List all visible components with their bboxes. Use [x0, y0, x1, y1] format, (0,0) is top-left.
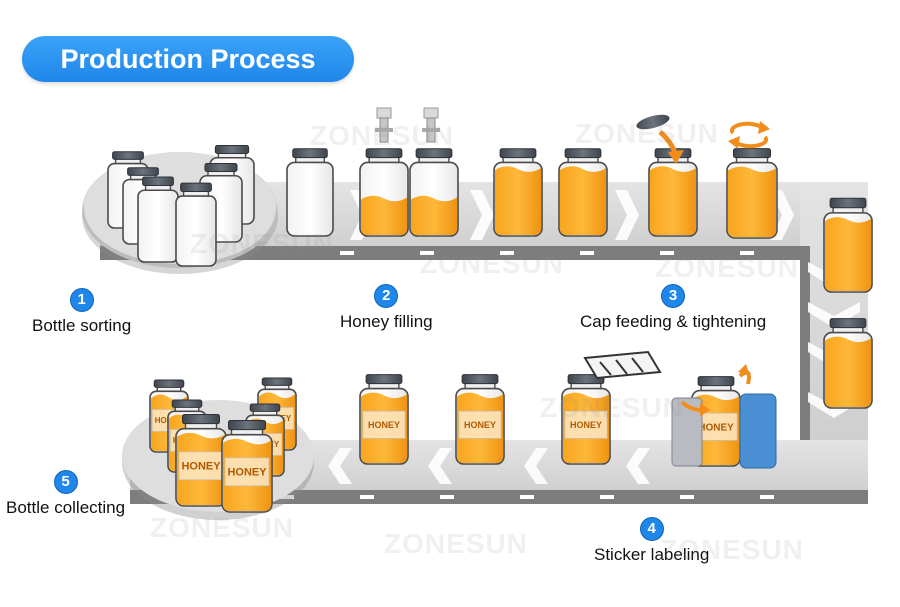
rotate-arrows-icon — [728, 121, 770, 149]
jar-label-text: HONEY — [181, 461, 221, 473]
honey-jar-labeled: HONEY — [359, 374, 409, 465]
step-label: Cap feeding & tightening — [580, 312, 767, 331]
watermark: ZONESUN — [420, 248, 564, 279]
step-number: 1 — [69, 288, 94, 312]
watermark: ZONESUN — [575, 118, 719, 149]
step-label: Bottle sorting — [32, 316, 132, 335]
step-honey-filling: 2 Honey filling — [340, 284, 433, 332]
step-number: 3 — [661, 284, 686, 308]
cap-feeding-icon — [636, 114, 684, 164]
honey-jar-labeled: HONEY — [455, 374, 505, 465]
step-label: Honey filling — [340, 312, 433, 331]
honey-jar-labeled: HONEY — [221, 419, 273, 513]
jar-label-text: HONEY — [227, 467, 267, 479]
labeling-rollers — [671, 364, 777, 469]
jar-label-text: HONEY — [570, 420, 602, 430]
step-number: 4 — [639, 517, 664, 541]
jars-layer: HONEYHONEYHONEYHONEYHONEYHONEYHONEYHONEY… — [107, 145, 873, 513]
honey-jar — [823, 318, 873, 409]
watermark: ZONESUN — [384, 528, 528, 559]
step-label: Bottle collecting — [6, 498, 126, 517]
watermark: ZONESUN — [150, 512, 294, 543]
jar-label-text: HONEY — [698, 422, 734, 433]
honey-jar — [409, 148, 459, 237]
page-title: Production Process — [22, 36, 354, 82]
honey-jar-labeled: HONEY — [561, 374, 611, 465]
filling-nozzle-icon — [375, 107, 440, 143]
step-number: 5 — [53, 470, 78, 494]
empty-jar — [175, 182, 217, 267]
honey-jar-labeled: HONEY — [175, 413, 227, 507]
step-label: Sticker labeling — [594, 545, 710, 564]
honey-jar — [648, 148, 698, 237]
step-number: 2 — [374, 284, 399, 308]
empty-jar — [286, 148, 334, 237]
honey-jar — [493, 148, 543, 237]
honey-jar — [726, 148, 778, 239]
step-bottle-collecting: 5 Bottle collecting — [6, 470, 125, 518]
honey-jar — [558, 148, 608, 237]
honey-jar — [359, 148, 409, 237]
step-bottle-sorting: 1 Bottle sorting — [32, 288, 131, 336]
watermark: ZONESUN — [310, 120, 454, 151]
watermark: ZONESUN — [660, 534, 804, 565]
jar-label-text: HONEY — [464, 420, 496, 430]
watermark: ZONESUN — [190, 228, 334, 259]
sticker-sheet-icon — [583, 350, 662, 380]
empty-jar — [137, 176, 179, 263]
step-sticker-labeling: 4 Sticker labeling — [594, 517, 709, 565]
watermark: ZONESUN — [540, 392, 684, 423]
watermark: ZONESUN — [655, 252, 799, 283]
honey-jar — [823, 197, 873, 293]
step-cap-feeding: 3 Cap feeding & tightening — [580, 284, 766, 332]
jar-label-text: HONEY — [368, 420, 400, 430]
